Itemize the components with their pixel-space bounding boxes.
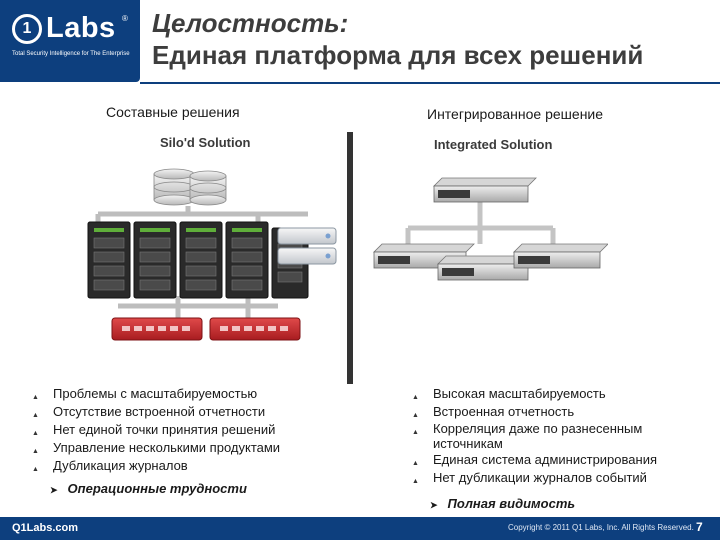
list-item: ▲Единая система администрирования bbox=[412, 451, 702, 469]
left-column-label: Составные решения bbox=[106, 104, 240, 120]
arrow-icon: ➤ bbox=[430, 500, 438, 510]
logo-registered-mark: ® bbox=[122, 14, 128, 23]
column-divider bbox=[347, 132, 353, 384]
list-item: ▲Встроенная отчетность bbox=[412, 403, 702, 421]
slide-footer: Q1Labs.com Copyright © 2011 Q1 Labs, Inc… bbox=[0, 517, 720, 540]
bullet-icon: ▲ bbox=[412, 460, 419, 467]
bullet-icon: ▲ bbox=[412, 394, 419, 401]
list-item: ▲Нет единой точки принятия решений bbox=[32, 421, 280, 439]
red-appliance-icon bbox=[111, 317, 301, 341]
q1labs-logo: 1 Labs ® Total Security Intelligence for… bbox=[0, 0, 140, 82]
page-number: 7 bbox=[696, 520, 703, 534]
rack-server-group bbox=[87, 221, 309, 299]
list-item: ▲Дубликация журналов bbox=[32, 457, 280, 475]
bullet-icon: ▲ bbox=[32, 466, 39, 473]
list-item: ▲Отсутствие встроенной отчетности bbox=[32, 403, 280, 421]
blade-server-icon bbox=[277, 227, 337, 265]
right-subpoint: ➤Полная видимость bbox=[430, 496, 576, 511]
list-item: ▲Высокая масштабируемость bbox=[412, 385, 702, 403]
list-item: ▲Управление несколькими продуктами bbox=[32, 439, 280, 457]
slide-title: Целостность: bbox=[152, 8, 349, 38]
silod-solution-illustration bbox=[87, 168, 337, 341]
integrated-solution-illustration bbox=[373, 177, 608, 281]
bullet-icon: ▲ bbox=[32, 412, 39, 419]
bullet-icon: ▲ bbox=[412, 429, 419, 436]
left-bullet-list: ▲Проблемы с масштабируемостью ▲Отсутстви… bbox=[32, 385, 280, 475]
bullet-icon: ▲ bbox=[32, 448, 39, 455]
bullet-icon: ▲ bbox=[412, 412, 419, 419]
left-subpoint: ➤Операционные трудности bbox=[50, 481, 247, 496]
header-rule bbox=[140, 82, 720, 84]
footer-site-link[interactable]: Q1Labs.com bbox=[12, 522, 79, 534]
right-bullet-list: ▲Высокая масштабируемость ▲Встроенная от… bbox=[412, 385, 702, 487]
list-item: ▲Проблемы с масштабируемостью bbox=[32, 385, 280, 403]
database-icon bbox=[153, 168, 227, 206]
right-column-label: Интегрированное решение bbox=[427, 106, 604, 122]
slide-subtitle: Единая платформа для всех решений bbox=[152, 40, 644, 70]
bullet-icon: ▲ bbox=[32, 394, 39, 401]
slide-header: 1 Labs ® Total Security Intelligence for… bbox=[0, 0, 720, 84]
integrated-solution-heading: Integrated Solution bbox=[434, 137, 553, 152]
list-item: ▲Нет дубликации журналов событий bbox=[412, 469, 702, 487]
list-item: ▲Корреляция даже по разнесенным источник… bbox=[412, 421, 643, 451]
bullet-icon: ▲ bbox=[412, 478, 419, 485]
silod-solution-heading: Silo'd Solution bbox=[160, 135, 251, 150]
logo-word: Labs bbox=[46, 12, 116, 44]
logo-tagline: Total Security Intelligence for The Ente… bbox=[12, 51, 130, 57]
rack-server-icon bbox=[373, 177, 608, 281]
logo-number: 1 bbox=[12, 14, 42, 44]
arrow-icon: ➤ bbox=[50, 485, 58, 495]
bullet-icon: ▲ bbox=[32, 430, 39, 437]
footer-copyright: Copyright © 2011 Q1 Labs, Inc. All Right… bbox=[508, 523, 694, 532]
